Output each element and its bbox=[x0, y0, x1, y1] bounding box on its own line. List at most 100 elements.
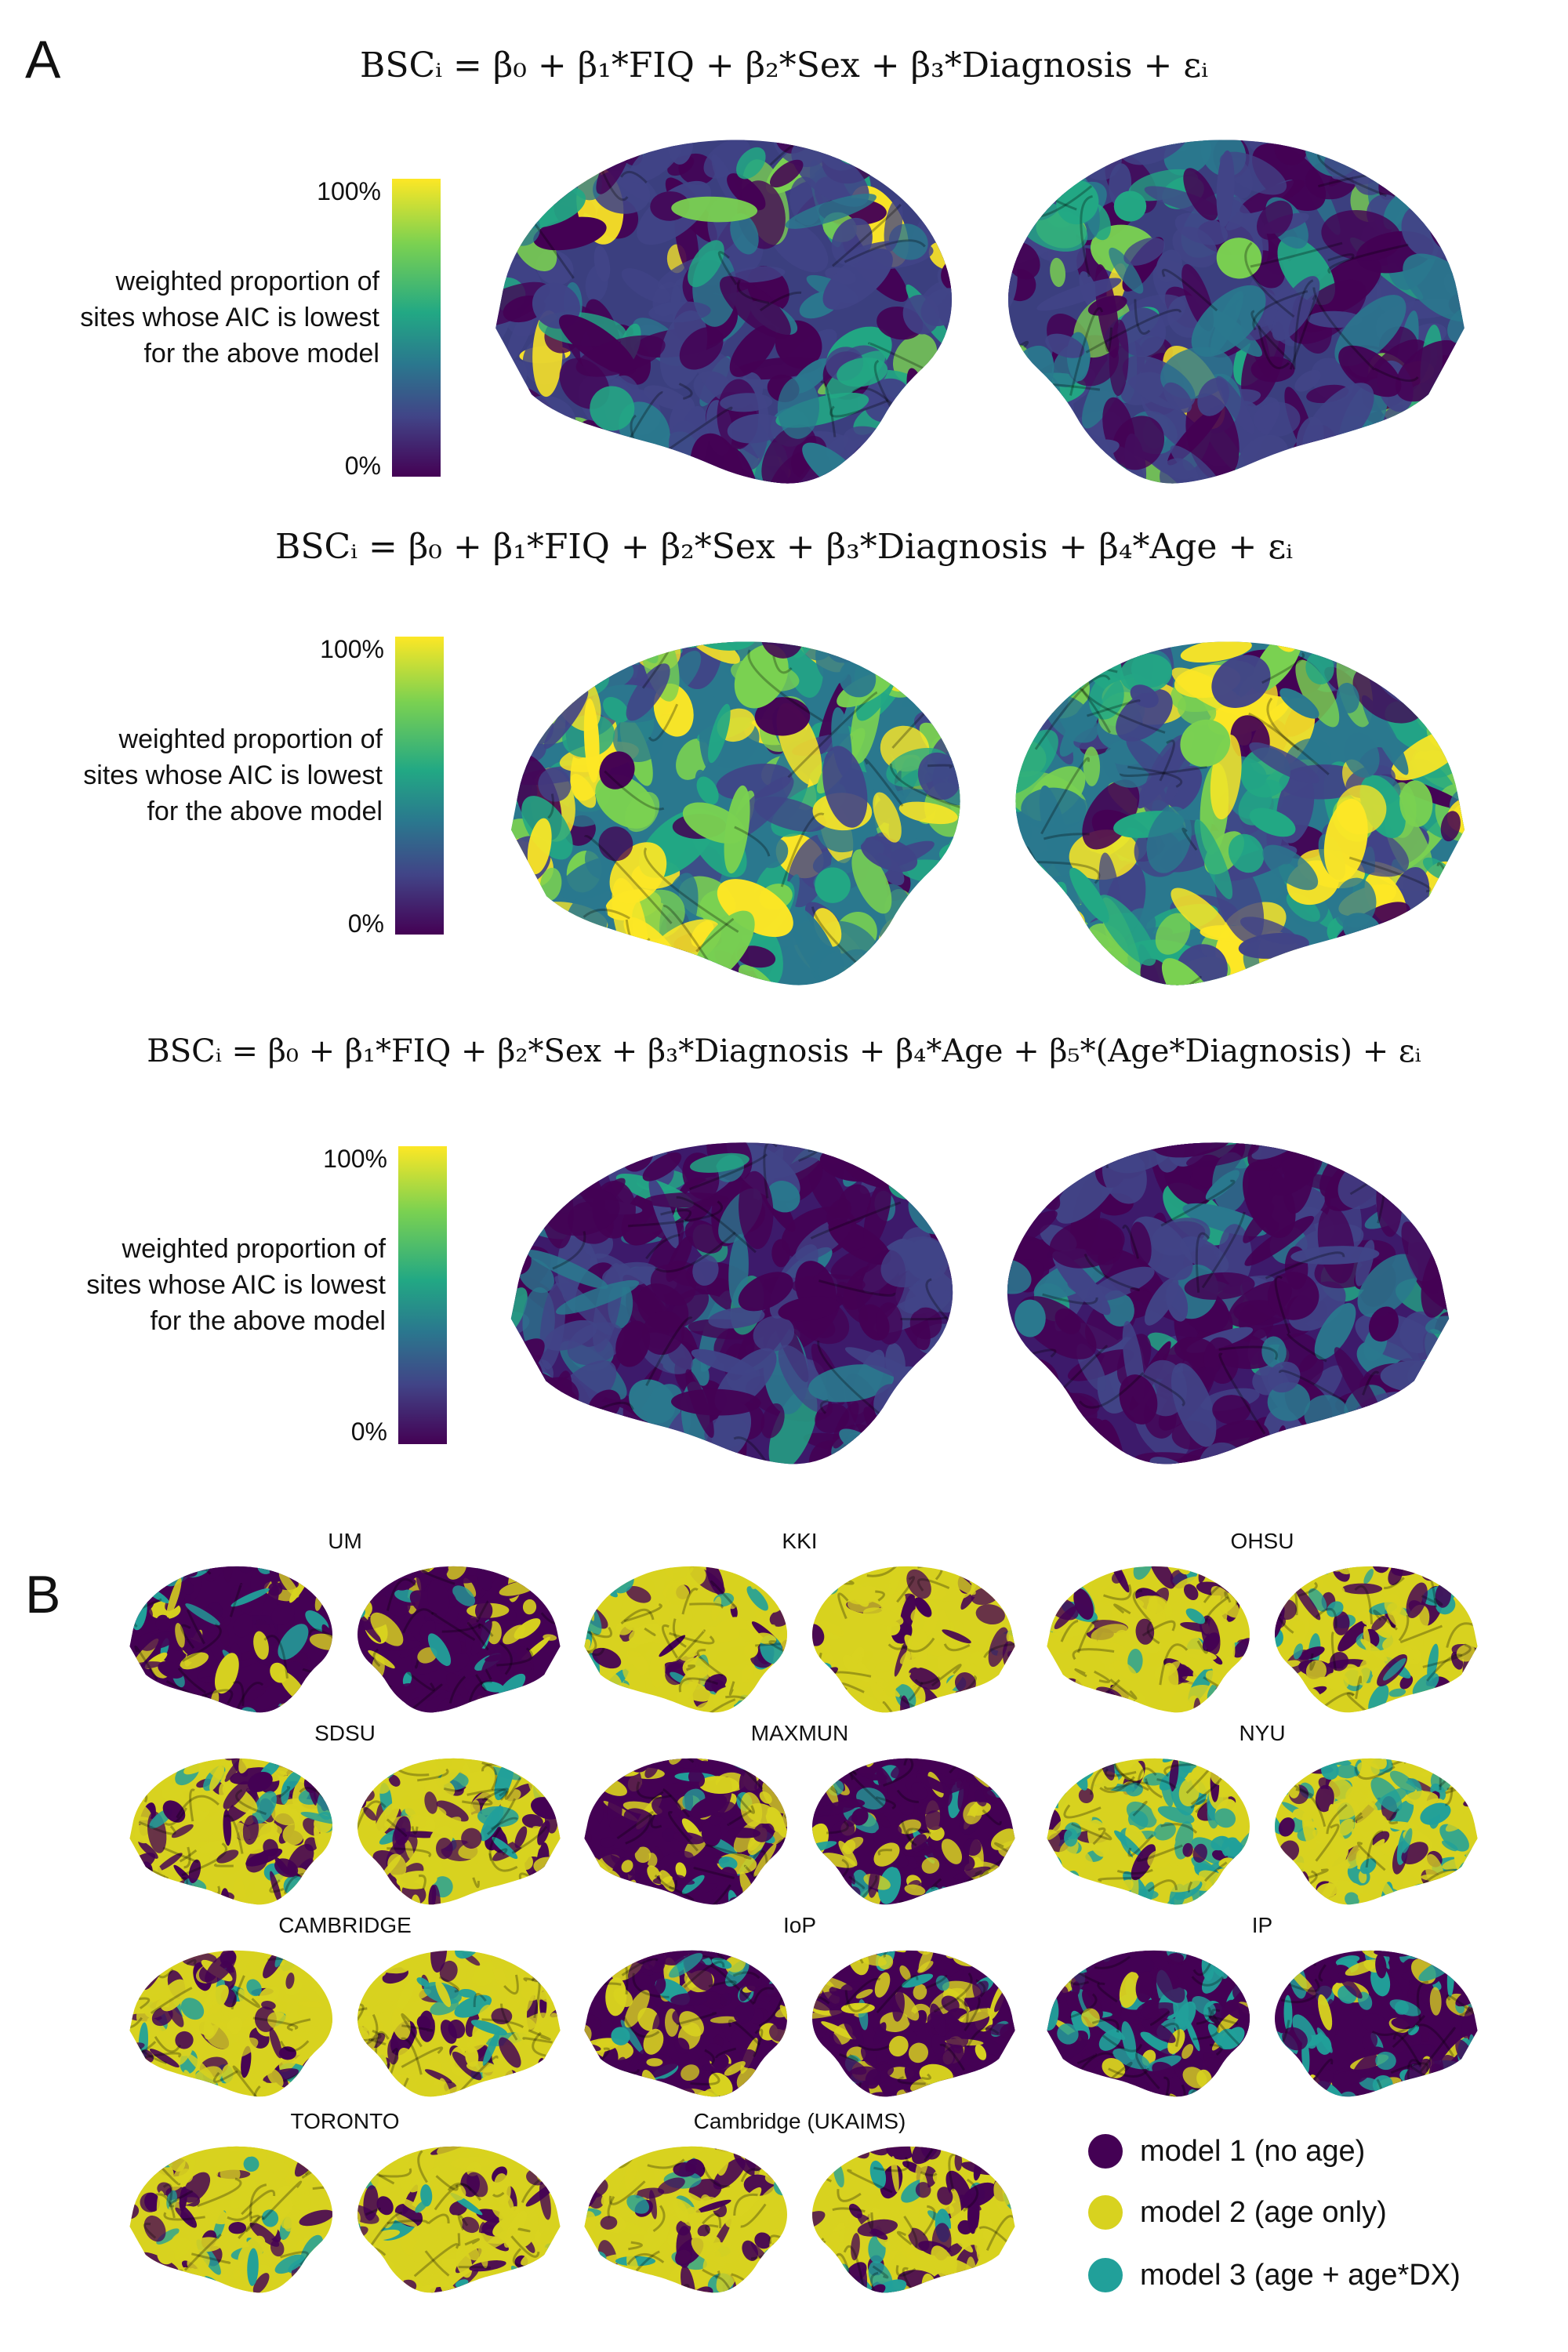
cortex-patch bbox=[778, 1296, 840, 1322]
cortex-patch bbox=[270, 1805, 300, 1826]
cortex-patch bbox=[1083, 1653, 1105, 1678]
sulcus-line bbox=[1159, 739, 1175, 782]
cortex-patch bbox=[495, 413, 516, 451]
sulcus-line bbox=[1071, 1822, 1112, 1841]
cortex-patch bbox=[974, 2088, 1001, 2097]
sulcus-line bbox=[728, 2019, 760, 2046]
sulcus-line bbox=[532, 2031, 546, 2057]
cortex-patch bbox=[252, 1758, 275, 1770]
sulcus-line bbox=[1204, 1596, 1229, 1624]
cortex-patch bbox=[834, 140, 898, 156]
cortex-patch bbox=[609, 1817, 631, 1839]
cortex-patch bbox=[499, 2037, 521, 2068]
cortex-patch bbox=[930, 1425, 953, 1465]
cortex-patch bbox=[1439, 906, 1465, 973]
cortex-patch bbox=[416, 2015, 431, 2031]
sulcus-line bbox=[510, 1690, 539, 1713]
cortex-patch bbox=[1061, 1957, 1075, 1974]
cortex-patch bbox=[366, 1950, 382, 1960]
cortex-patch bbox=[594, 1882, 622, 1905]
cortex-patch bbox=[132, 1566, 144, 1582]
sulcus-line bbox=[944, 1715, 973, 1717]
sulcus-line bbox=[812, 1994, 830, 2013]
cortex-patch bbox=[144, 2192, 160, 2212]
cortex-patch bbox=[1015, 416, 1066, 463]
cortex-patch bbox=[252, 2273, 270, 2293]
cortex-patch bbox=[812, 2069, 821, 2090]
cortex-patch bbox=[1083, 1889, 1097, 1905]
sulcus-line bbox=[644, 847, 739, 933]
right-hemisphere bbox=[358, 1566, 561, 1713]
cortex-patch bbox=[129, 1951, 144, 1976]
cortex-patch bbox=[1294, 1950, 1309, 1963]
cortex-patch bbox=[1363, 1142, 1422, 1169]
sulcus-line bbox=[177, 1667, 207, 1694]
cortex-patch bbox=[1393, 937, 1438, 983]
sulcus-line bbox=[1008, 1142, 1016, 1185]
cortex-patch bbox=[405, 1613, 434, 1649]
cortex-patch bbox=[1261, 1336, 1287, 1368]
cortex-patch bbox=[873, 1842, 900, 1867]
sulcus-line bbox=[956, 1997, 969, 2024]
cortex-patch bbox=[1382, 1657, 1406, 1681]
sulcus-line bbox=[1113, 1603, 1131, 1615]
sulcus-line bbox=[515, 1882, 557, 1897]
cortex-patch bbox=[1131, 2088, 1162, 2097]
cortex-patch bbox=[1368, 1684, 1389, 1713]
cortex-patch bbox=[1247, 1846, 1250, 1864]
cortex-patch bbox=[584, 1822, 592, 1843]
sulcus-line bbox=[1365, 1830, 1383, 1868]
cortex-patch bbox=[877, 154, 898, 185]
sulcus-line bbox=[1392, 2033, 1422, 2067]
sulcus-line bbox=[1083, 1253, 1141, 1292]
sulcus-line bbox=[496, 1647, 534, 1667]
cortex-patch bbox=[368, 1758, 383, 1761]
sulcus-line bbox=[691, 1884, 731, 1905]
cortex-patch bbox=[1111, 1571, 1124, 1584]
cortex-patch bbox=[1098, 2029, 1122, 2051]
sulcus-line bbox=[1348, 856, 1432, 893]
cortex-patch bbox=[230, 2180, 256, 2209]
sulcus-line bbox=[780, 1883, 787, 1905]
cortex-patch bbox=[1006, 1956, 1014, 1979]
cortex-patch bbox=[1057, 2023, 1079, 2045]
cortex-patch bbox=[988, 1871, 1008, 1900]
cortex-patch bbox=[1338, 345, 1402, 397]
cortex-patch bbox=[1169, 1758, 1179, 1792]
cortex-patch bbox=[1305, 652, 1334, 685]
sulcus-line bbox=[696, 1649, 724, 1677]
cortex-patch bbox=[598, 826, 633, 862]
sulcus-line bbox=[676, 1196, 757, 1254]
site-label: NYU bbox=[1239, 1721, 1286, 1745]
cortex-patch bbox=[180, 1580, 194, 1595]
cortex-patch bbox=[584, 1867, 595, 1889]
cortex-patch bbox=[1146, 806, 1192, 873]
cortex-patch bbox=[611, 2027, 630, 2045]
cortex-patch bbox=[880, 1672, 911, 1696]
cortex-patch bbox=[643, 2028, 664, 2055]
cortex-patch bbox=[492, 1837, 518, 1860]
cortex-patch bbox=[815, 1699, 838, 1707]
site-brain-map bbox=[1047, 1566, 1478, 1713]
cortex-patch bbox=[770, 2089, 787, 2097]
cortex-patch bbox=[750, 2087, 770, 2097]
cortex-patch bbox=[1202, 1632, 1220, 1653]
sulcus-line bbox=[1106, 2061, 1133, 2083]
cortex-patch bbox=[1424, 940, 1446, 985]
sulcus-line bbox=[714, 2047, 737, 2059]
cortex-patch bbox=[1399, 1758, 1413, 1762]
cortex-patch bbox=[1318, 1574, 1345, 1593]
right-hemisphere bbox=[358, 1950, 561, 2097]
cortex-patch bbox=[1008, 463, 1015, 484]
cortex-patch bbox=[648, 301, 711, 323]
sulcus-line bbox=[466, 1788, 506, 1797]
cortex-patch bbox=[935, 170, 952, 252]
caption-line: sites whose AIC is lowest bbox=[83, 760, 383, 790]
cortex-patch bbox=[812, 2027, 827, 2042]
sulcus-line bbox=[547, 793, 555, 819]
sulcus-line bbox=[1371, 2025, 1411, 2037]
cortex-patch bbox=[306, 1697, 325, 1712]
sulcus-line bbox=[1203, 2014, 1239, 2025]
cortex-patch bbox=[175, 1623, 185, 1648]
cortex-patch bbox=[584, 1875, 609, 1894]
